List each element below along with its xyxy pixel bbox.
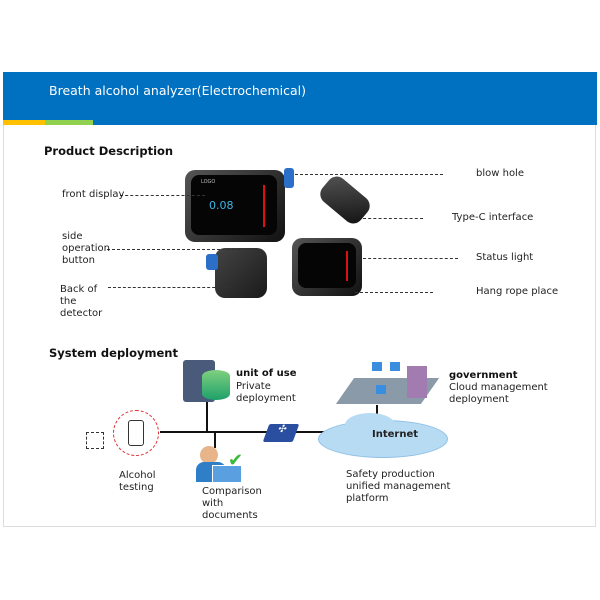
label-hang-rope: Hang rope place bbox=[476, 286, 559, 297]
scan-icon bbox=[86, 432, 104, 449]
label-side-button: side operation button bbox=[62, 231, 111, 266]
device-angled-image bbox=[292, 238, 362, 296]
internet-label: Internet bbox=[372, 429, 419, 440]
status-bar bbox=[263, 185, 265, 227]
check-icon: ✔ bbox=[228, 450, 244, 471]
leader-line bbox=[107, 249, 240, 250]
leader-line bbox=[108, 287, 230, 288]
government-title: government bbox=[449, 370, 518, 381]
server-tower-icon bbox=[407, 366, 427, 398]
stripe-green bbox=[45, 120, 93, 125]
back-blow-hole bbox=[206, 254, 218, 270]
device-back-image bbox=[215, 248, 267, 298]
device-reading: 0.08 bbox=[209, 199, 234, 212]
leader-line bbox=[363, 218, 423, 219]
unit-subtitle: Private deployment bbox=[236, 381, 296, 404]
platform-label: Safety production unified management pla… bbox=[346, 469, 451, 504]
person-icon bbox=[200, 446, 218, 464]
comparison-label: Comparison with documents bbox=[202, 486, 262, 521]
leader-line bbox=[295, 174, 443, 175]
computer-icon bbox=[372, 362, 382, 371]
alcohol-testing-label: Alcohol testing bbox=[119, 470, 156, 493]
cloud-puff bbox=[345, 413, 395, 437]
label-type-c: Type-C interface bbox=[452, 212, 534, 223]
device-logo: LOGO bbox=[201, 179, 216, 185]
database-icon bbox=[202, 370, 230, 400]
computer-icon bbox=[376, 385, 386, 394]
id-card-icon bbox=[212, 465, 242, 483]
network-line bbox=[206, 402, 208, 432]
product-description-heading: Product Description bbox=[44, 144, 174, 158]
leader-line bbox=[363, 258, 458, 259]
label-front-display: front display bbox=[62, 189, 125, 200]
network-line bbox=[214, 432, 216, 448]
leader-line bbox=[355, 292, 433, 293]
leader-line bbox=[120, 195, 205, 196]
stripe-yellow bbox=[3, 120, 45, 125]
unit-title: unit of use bbox=[236, 368, 297, 379]
blow-hole-image bbox=[284, 168, 294, 188]
page-title: Breath alcohol analyzer(Electrochemical) bbox=[49, 83, 307, 98]
title-banner: Breath alcohol analyzer(Electrochemical) bbox=[3, 72, 597, 120]
phone-icon bbox=[128, 420, 144, 446]
label-back: Back of the detector bbox=[60, 284, 103, 319]
government-subtitle: Cloud management deployment bbox=[449, 382, 548, 405]
label-blow-hole: blow hole bbox=[476, 168, 524, 179]
device-front-image: LOGO 0.08 bbox=[185, 170, 285, 242]
stripe-blue bbox=[93, 120, 597, 125]
alcohol-tester-circle bbox=[113, 410, 159, 456]
computer-icon bbox=[390, 362, 400, 371]
network-line bbox=[160, 431, 330, 433]
system-deployment-heading: System deployment bbox=[49, 346, 178, 360]
label-status-light: Status light bbox=[476, 252, 534, 263]
